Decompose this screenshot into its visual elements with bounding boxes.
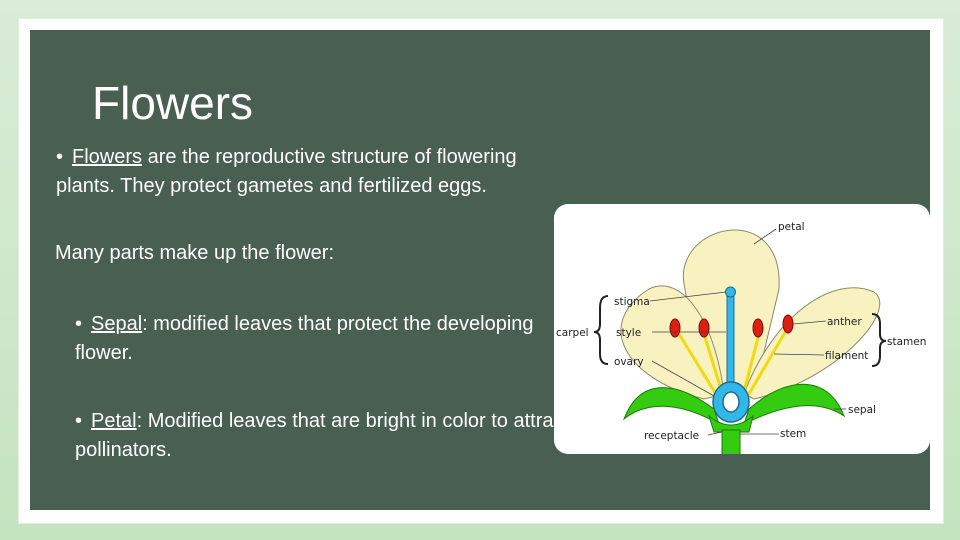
label-anther: anther — [827, 316, 862, 328]
slide-title: Flowers — [92, 77, 254, 129]
label-sepal: sepal — [848, 404, 876, 416]
bullet-sepal-text: : modified leaves that protect the devel… — [75, 313, 534, 364]
term-sepal: Sepal — [91, 313, 143, 335]
label-stamen: stamen — [887, 336, 926, 348]
ovule — [722, 391, 740, 413]
term-petal: Petal — [91, 410, 137, 432]
stamen-brace — [871, 313, 887, 367]
label-carpel: carpel — [556, 327, 589, 339]
label-ovary: ovary — [614, 356, 644, 368]
label-filament: filament — [825, 350, 868, 362]
bullet-sepal: • Sepal: modified leaves that protect the… — [75, 310, 535, 368]
bullet-petal-text: : Modified leaves that are bright in col… — [75, 410, 634, 461]
carpel-brace — [593, 295, 609, 365]
sepal-left — [622, 387, 720, 426]
flower-diagram-svg: petal stigma style ovary carpel anther f… — [556, 221, 926, 454]
petal-right — [743, 287, 881, 400]
stigma — [725, 286, 736, 298]
receptacle — [708, 414, 754, 433]
style — [726, 295, 735, 397]
bullet-glyph: • — [56, 146, 64, 168]
label-style: style — [616, 327, 641, 339]
label-stigma: stigma — [614, 296, 650, 308]
label-petal: petal — [778, 221, 805, 233]
leader-lines — [649, 228, 846, 436]
label-receptacle: receptacle — [644, 430, 699, 442]
petal-left — [620, 285, 725, 400]
bullet-flowers-text: are the reproductive structure of flower… — [56, 146, 517, 197]
parts-intro-text: Many parts make up the flower: — [55, 242, 335, 264]
stem — [721, 429, 741, 454]
sepal-right — [743, 383, 846, 425]
bullet-glyph: • — [75, 410, 83, 432]
term-flowers: Flowers — [72, 146, 143, 168]
bullet-petal: • Petal: Modified leaves that are bright … — [75, 407, 635, 465]
flower-diagram: petal stigma style ovary carpel anther f… — [554, 204, 930, 454]
label-stem: stem — [780, 428, 806, 440]
bullet-glyph: • — [75, 313, 83, 335]
slide-panel: Flowers • Flowers are the reproductive st… — [30, 30, 930, 510]
bullet-flowers: • Flowers are the reproductive structure … — [56, 143, 536, 201]
